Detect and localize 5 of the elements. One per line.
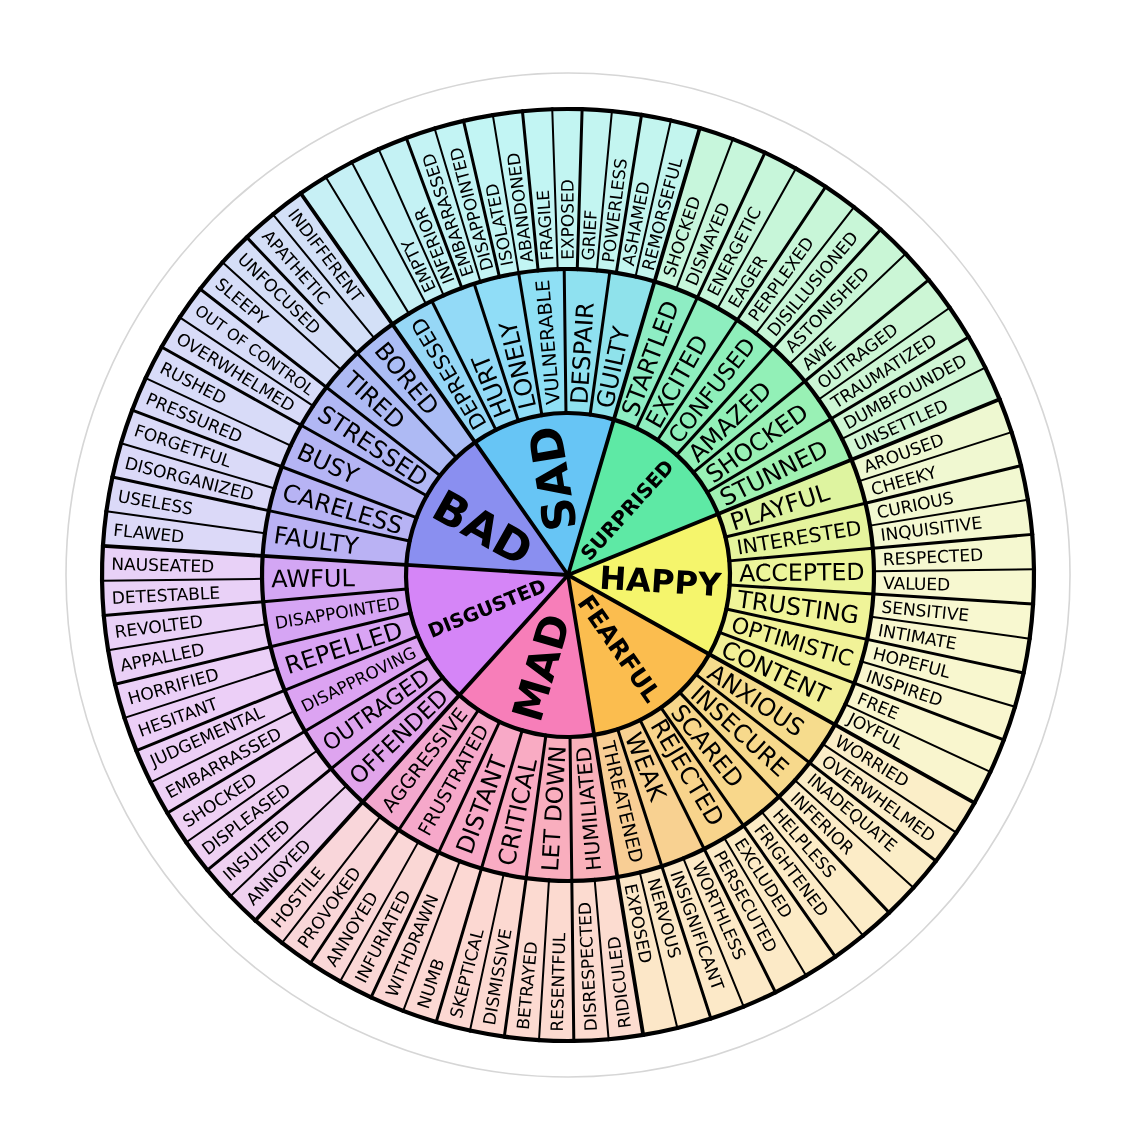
- node-label: VALUED: [883, 576, 950, 591]
- node-label: EXPOSED: [560, 180, 574, 259]
- node-label: RESPECTED: [884, 548, 983, 566]
- node-label: RESENTFUL: [550, 932, 566, 1031]
- node-label: AWFUL: [271, 568, 355, 588]
